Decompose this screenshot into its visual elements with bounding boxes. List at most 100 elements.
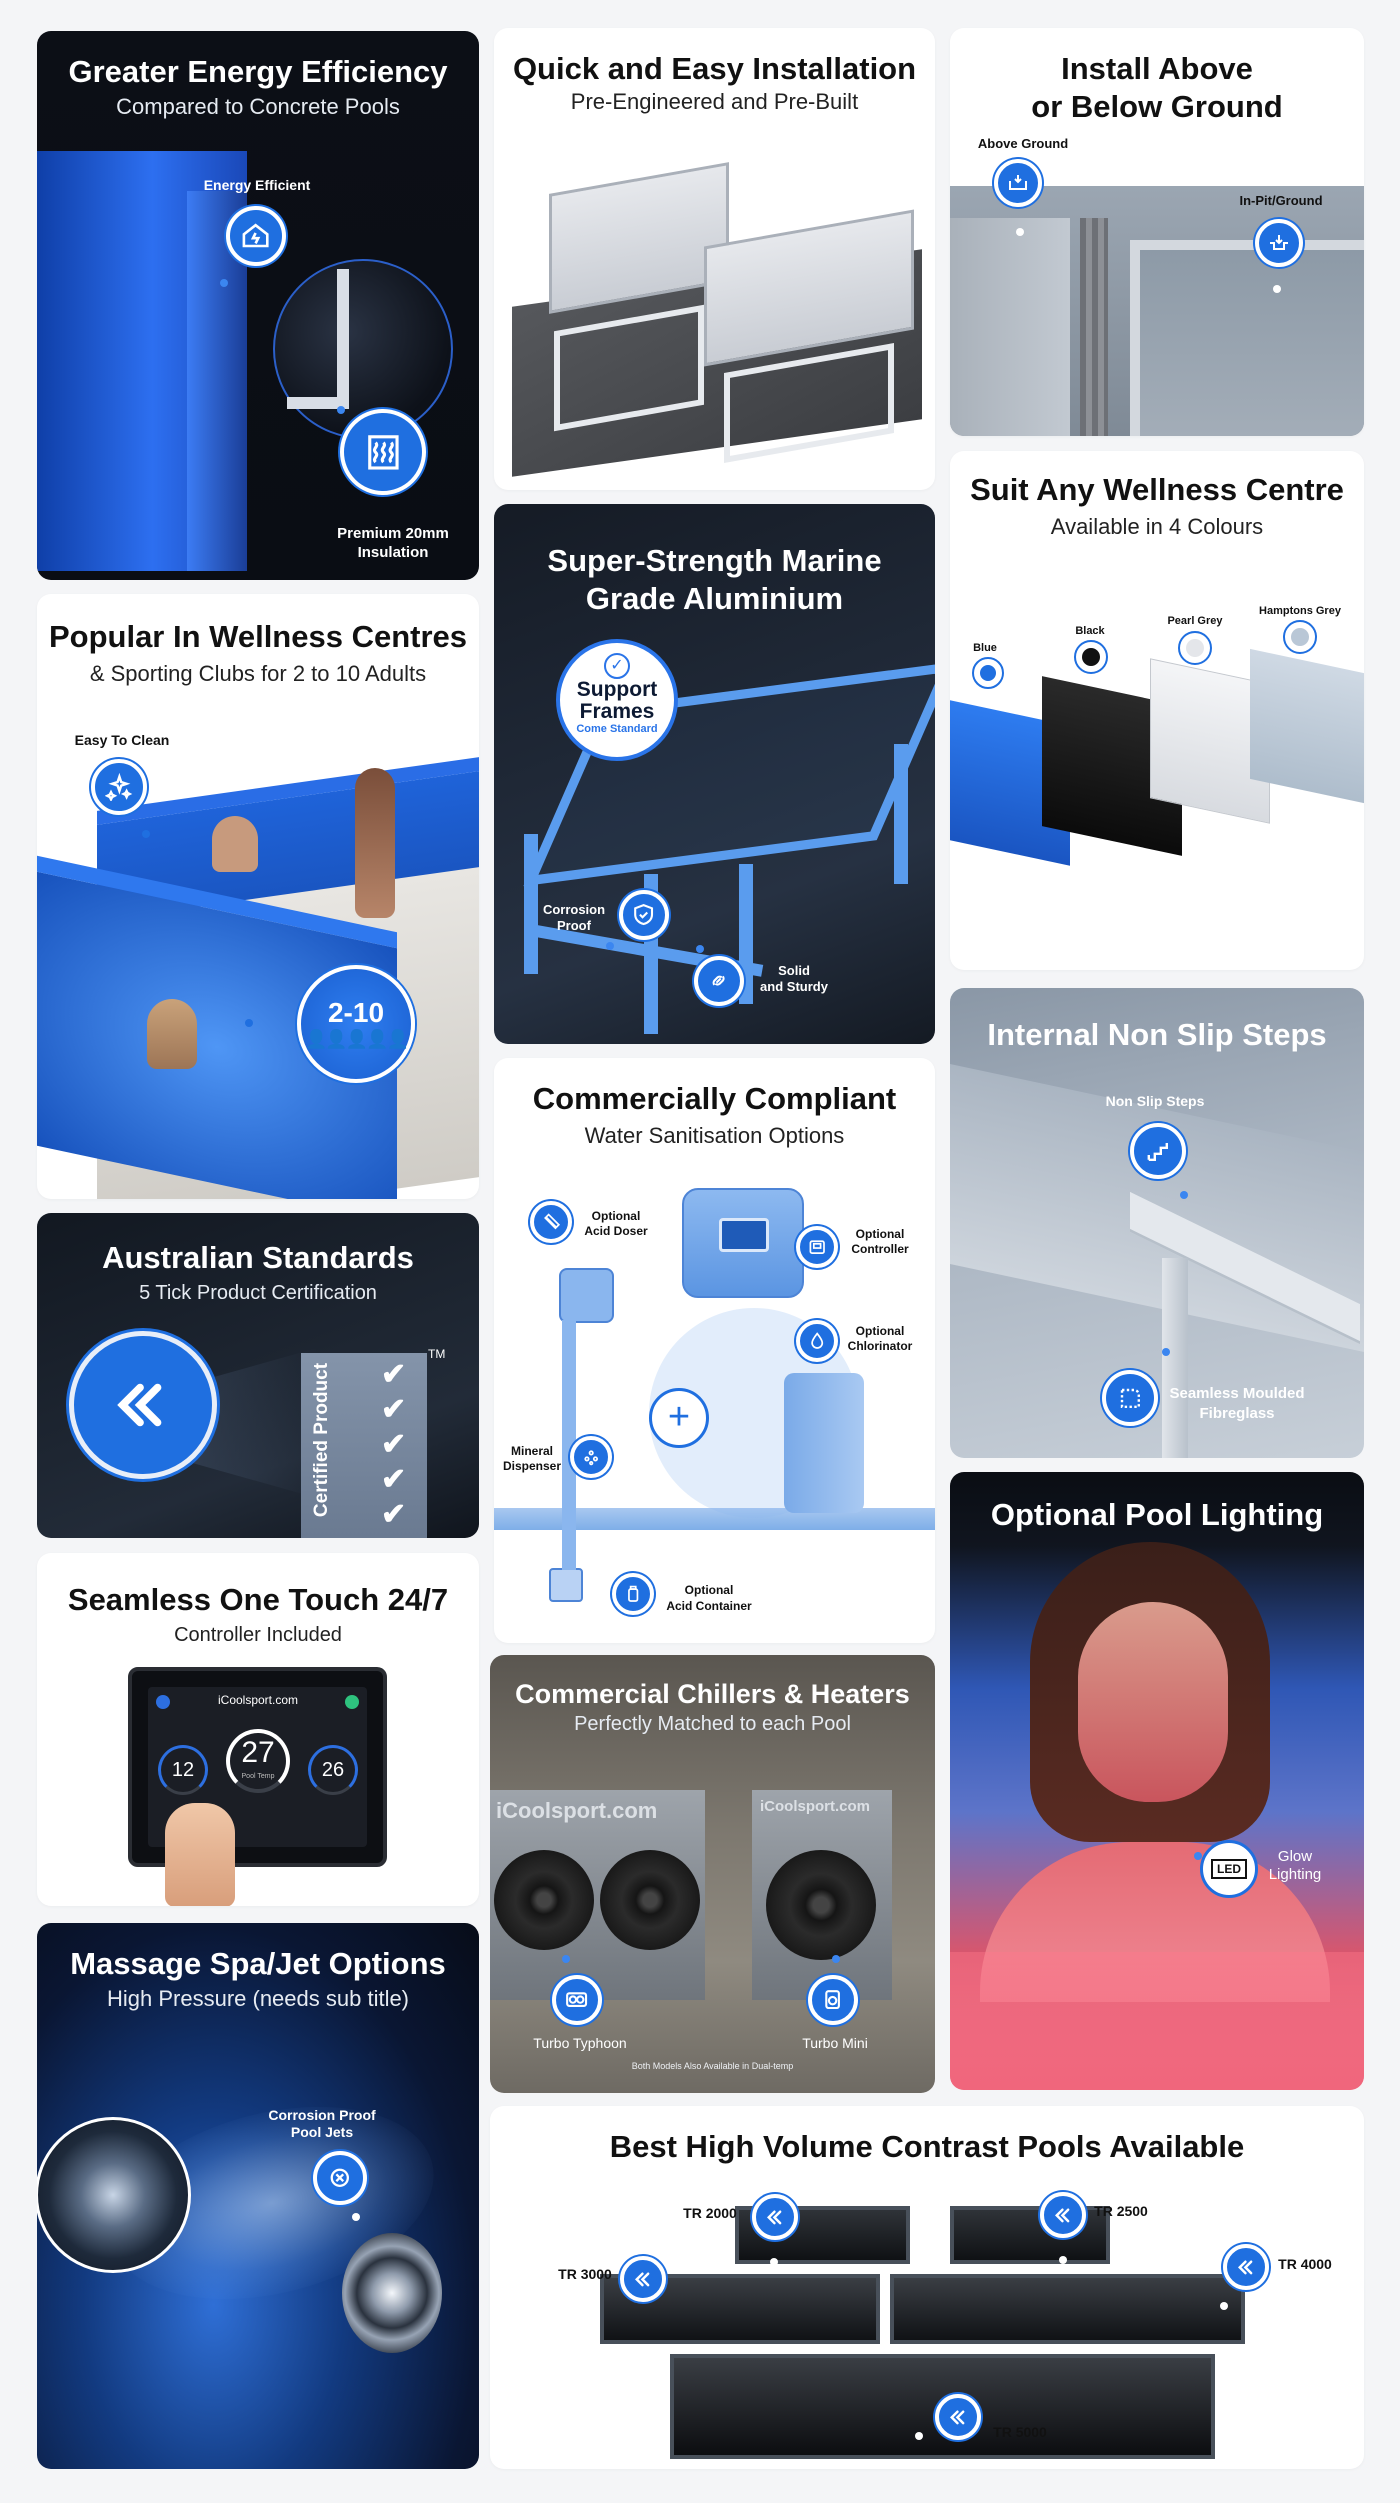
installation-card: Quick and Easy Installation Pre-Engineer… xyxy=(494,28,935,490)
popular-subtitle: & Sporting Clubs for 2 to 10 Adults xyxy=(89,661,427,686)
moulded-dot xyxy=(1162,1348,1170,1356)
acid-container-label-2: Acid Container xyxy=(666,1599,752,1613)
glow-label-line2: Lighting xyxy=(1268,1866,1322,1883)
turbo-typhoon-dot xyxy=(562,1955,570,1963)
woman-face xyxy=(1078,1602,1228,1802)
acid-container-label-1: Optional xyxy=(684,1583,734,1597)
non-slip-label: Non Slip Steps xyxy=(1105,1093,1205,1109)
chlorinator-device xyxy=(784,1373,864,1513)
acid-container-icon xyxy=(612,1573,654,1615)
person-seated xyxy=(212,816,258,872)
shield-check-icon xyxy=(619,890,669,940)
pool-tr4000 xyxy=(890,2274,1245,2344)
aluminium-title-line2: Grade Aluminium xyxy=(585,581,844,616)
chillers-footnote: Both Models Also Available in Dual-temp xyxy=(631,2061,794,2071)
ground-card: Install Above or Below Ground Above Grou… xyxy=(950,28,1364,436)
fan-left-2 xyxy=(600,1850,700,1950)
tr3000-icon[interactable] xyxy=(620,2256,666,2302)
insulation-zoom-circle xyxy=(273,259,453,439)
solid-label-line1: Solid xyxy=(778,963,810,978)
models-title: Best High Volume Contrast Pools Availabl… xyxy=(609,2129,1245,2164)
installation-title: Quick and Easy Installation xyxy=(512,51,917,86)
frame-leg-1 xyxy=(524,834,538,974)
insulation-icon xyxy=(340,409,426,495)
jet-nozzle xyxy=(342,2233,442,2353)
tr2000-dot xyxy=(770,2258,778,2266)
colours-card: Suit Any Wellness Centre Available in 4 … xyxy=(950,451,1364,970)
tr2500-icon[interactable] xyxy=(1040,2192,1086,2238)
energy-efficiency-card: Greater Energy Efficiency Compared to Co… xyxy=(37,31,479,580)
water-glow xyxy=(950,1952,1364,2090)
brand-right: iCoolsport.com xyxy=(760,1798,871,1815)
capacity-badge: 2-10 xyxy=(327,997,385,1028)
standards-card: Australian Standards 5 Tick Product Cert… xyxy=(37,1213,479,1538)
corrosion-dot xyxy=(606,942,614,950)
swatch-pearl[interactable] xyxy=(1178,631,1212,665)
energy-title: Greater Energy Efficiency xyxy=(68,54,448,89)
steps-title: Internal Non Slip Steps xyxy=(987,1017,1327,1052)
popular-card: Popular In Wellness Centres & Sporting C… xyxy=(37,594,479,1199)
led-icon-text: LED xyxy=(1211,1859,1247,1879)
lighting-card: Optional Pool Lighting LED Glow Lighting xyxy=(950,1472,1364,2090)
turbo-typhoon-label: Turbo Typhoon xyxy=(533,2035,627,2051)
moulded-corner-icon xyxy=(1102,1370,1158,1426)
acid-container xyxy=(549,1568,583,1602)
sparkle-clean-icon xyxy=(91,759,147,815)
step-vertical xyxy=(1162,1258,1188,1458)
mineral-icon xyxy=(570,1436,612,1478)
temp-dial-right[interactable]: 26 xyxy=(308,1745,358,1795)
in-ground-dot xyxy=(1273,285,1281,293)
swatch-black[interactable] xyxy=(1074,640,1108,674)
tr4000-icon[interactable] xyxy=(1223,2244,1269,2290)
massage-card: Massage Spa/Jet Options High Pressure (n… xyxy=(37,1923,479,2469)
temp-dial-left[interactable]: 12 xyxy=(158,1745,208,1795)
menu-icon[interactable] xyxy=(156,1695,170,1709)
person-standing xyxy=(355,768,395,918)
corrosion-label-line2: Proof xyxy=(557,918,591,933)
swatch-pearl-label: Pearl Grey xyxy=(1167,615,1223,627)
seal-check-icon: ✓ xyxy=(604,653,630,679)
person-front xyxy=(147,999,197,1069)
swatch-hamptons[interactable] xyxy=(1283,620,1317,654)
glow-label-line1: Glow xyxy=(1277,1848,1313,1865)
installation-subtitle: Pre-Engineered and Pre-Built xyxy=(570,89,859,114)
energy-dot-top xyxy=(220,279,228,287)
stairs-icon xyxy=(1130,1123,1186,1179)
energy-subtitle: Compared to Concrete Pools xyxy=(116,94,400,119)
in-ground-icon xyxy=(1255,219,1303,267)
tr2500-dot xyxy=(1059,2256,1067,2264)
swatch-blue[interactable] xyxy=(972,657,1004,689)
ground-title-line1: Install Above xyxy=(1061,51,1253,86)
trademark: TM xyxy=(428,1347,446,1361)
chillers-card: iCoolsport.com iCoolsport.com Commercial… xyxy=(490,1655,935,2093)
turbo-mini-dot xyxy=(832,1955,840,1963)
certified-text: Certified Product xyxy=(311,1362,332,1518)
lighting-dot xyxy=(1194,1852,1202,1860)
energy-efficient-label: Energy Efficient xyxy=(203,177,311,193)
tr2000-icon[interactable] xyxy=(752,2194,798,2240)
chlorinator-label-2: Chlorinator xyxy=(847,1339,913,1353)
touch-card: Seamless One Touch 24/7 Controller Inclu… xyxy=(37,1553,479,1906)
insulation-zoom-corner xyxy=(337,269,349,409)
temp-dial-main[interactable]: 27 Pool Temp xyxy=(226,1729,290,1793)
non-slip-dot xyxy=(1180,1191,1188,1199)
corrosion-label-line1: Corrosion xyxy=(542,902,606,917)
controller-label-2: Controller xyxy=(851,1242,909,1256)
plus-badge: + xyxy=(649,1388,709,1448)
power-icon[interactable] xyxy=(345,1695,359,1709)
chiller-right: iCoolsport.com xyxy=(752,1790,892,2000)
easy-clean-dot xyxy=(142,830,150,838)
pool-wall-left xyxy=(950,218,1070,436)
temp-main-value: 27 xyxy=(241,1736,275,1769)
tr2500-label: TR 2500 xyxy=(1094,2203,1148,2219)
tr5000-icon[interactable] xyxy=(935,2394,981,2440)
chillers-subtitle: Perfectly Matched to each Pool xyxy=(574,1713,851,1735)
colours-subtitle: Available in 4 Colours xyxy=(1050,514,1264,539)
ground-title-line2: or Below Ground xyxy=(1031,89,1283,124)
tr5000-dot xyxy=(915,2432,923,2440)
insulation-label-line1: Premium 20mm xyxy=(337,525,449,542)
aluminium-title-line1: Super-Strength Marine xyxy=(547,543,882,578)
people-dot xyxy=(245,1019,253,1027)
mineral-label-1: Mineral xyxy=(510,1444,553,1458)
jet-nozzle-icon xyxy=(313,2151,367,2205)
